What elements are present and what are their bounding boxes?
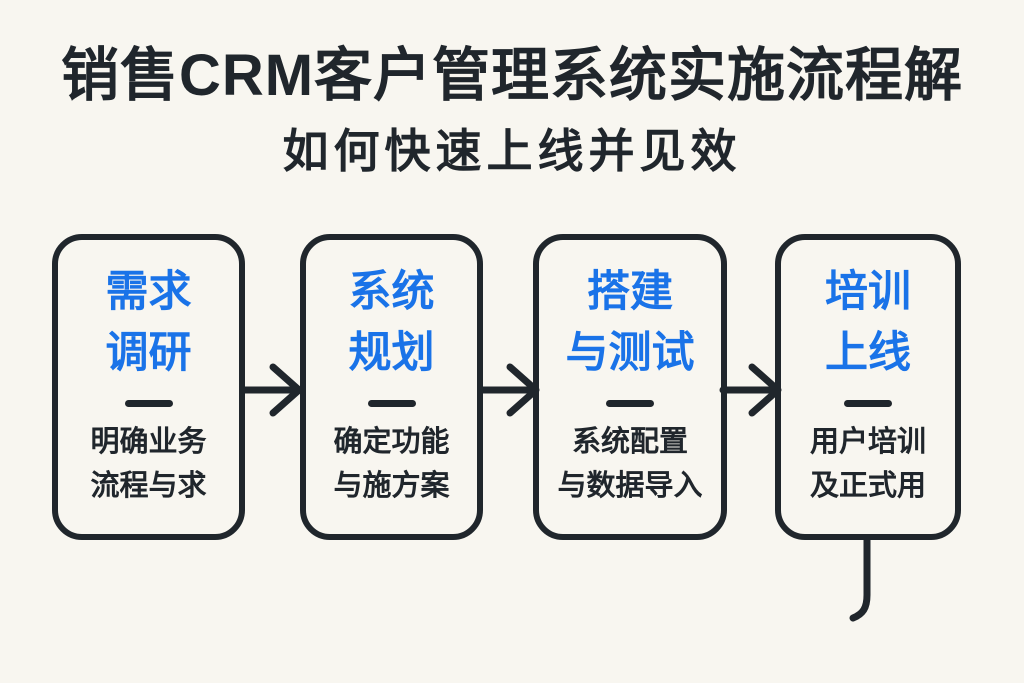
- step-title: 搭建 与测试: [566, 262, 695, 384]
- header: 销售CRM客户管理系统实施流程解 如何快速上线并见效: [0, 0, 1024, 176]
- step-description: 明确业务 流程与求: [90, 421, 206, 508]
- connector-tail: [849, 536, 871, 622]
- step-title-line2: 规划: [348, 329, 435, 378]
- step-box-build-test: 搭建 与测试 系统配置 与数据导入: [533, 234, 727, 540]
- page-subtitle: 如何快速上线并见效: [282, 124, 742, 177]
- dash-divider: [844, 400, 892, 408]
- step-desc-line1: 用户培训: [809, 426, 926, 459]
- step-desc-line2: 与数据导入: [557, 469, 703, 502]
- step-desc-line1: 确定功能: [333, 426, 450, 459]
- step-desc-line2: 及正式用: [809, 469, 926, 502]
- step-title: 需求 调研: [106, 262, 192, 384]
- step-title-line1: 搭建: [587, 268, 673, 316]
- arrow-right-icon: [719, 363, 782, 417]
- step-description: 系统配置 与数据导入: [557, 421, 702, 508]
- step-title-line2: 与测试: [565, 329, 695, 378]
- step-title-line2: 上线: [825, 329, 911, 378]
- step-description: 确定功能 与施方案: [333, 421, 449, 508]
- page-title: 销售CRM客户管理系统实施流程解: [60, 43, 964, 108]
- step-description: 用户培训 及正式用: [810, 421, 926, 508]
- step-title: 培训 上线: [825, 262, 911, 384]
- step-title-line1: 系统: [348, 268, 435, 316]
- step-box-training-launch: 培训 上线 用户培训 及正式用: [775, 234, 961, 540]
- dash-divider: [606, 400, 654, 408]
- step-box-requirements: 需求 调研 明确业务 流程与求: [52, 234, 245, 540]
- step-desc-line2: 与施方案: [333, 469, 450, 502]
- dash-divider: [124, 400, 173, 408]
- step-desc-line1: 明确业务: [90, 426, 207, 459]
- step-title: 系统 规划: [349, 262, 435, 384]
- step-title-line1: 需求: [105, 268, 192, 316]
- step-box-planning: 系统 规划 确定功能 与施方案: [300, 234, 483, 540]
- dash-divider: [367, 400, 416, 408]
- step-title-line2: 调研: [105, 329, 192, 378]
- arrow-right-icon: [240, 363, 303, 417]
- step-title-line1: 培训: [825, 268, 911, 316]
- arrow-right-icon: [477, 363, 540, 417]
- step-desc-line1: 系统配置: [571, 426, 688, 459]
- step-desc-line2: 流程与求: [90, 469, 207, 502]
